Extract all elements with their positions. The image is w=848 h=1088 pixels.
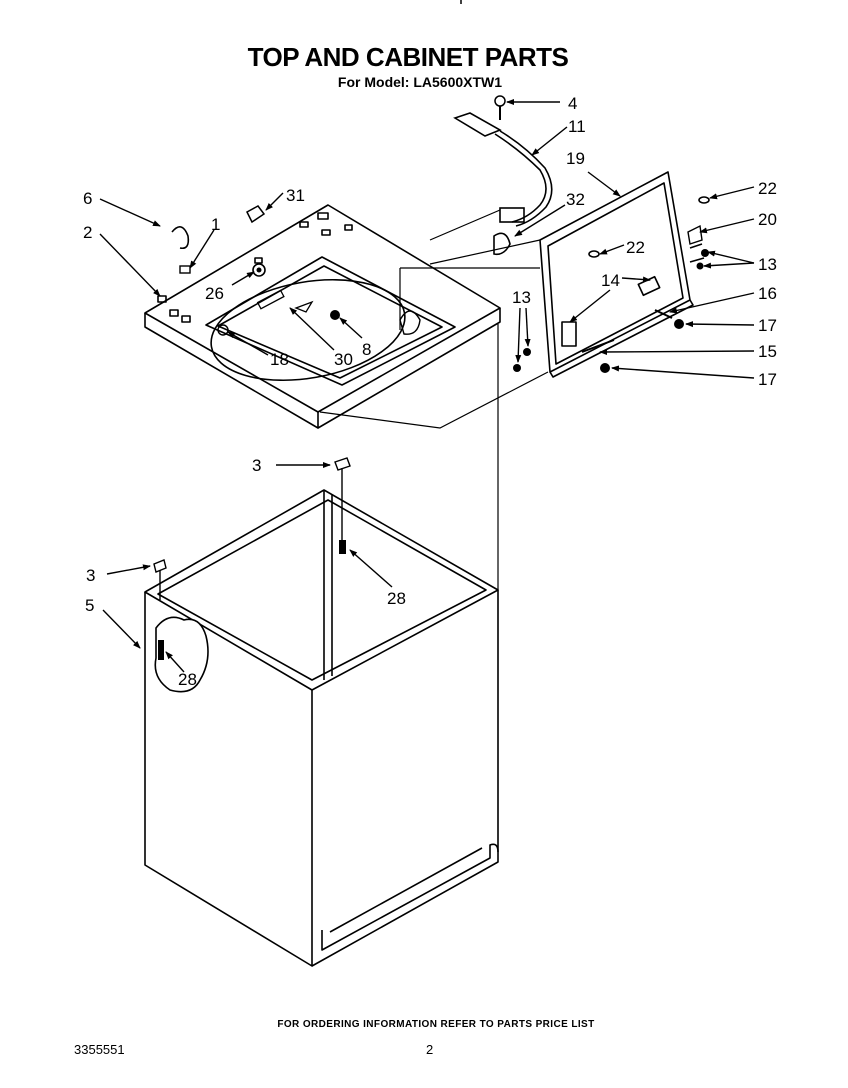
callout-17: 17 bbox=[758, 370, 777, 389]
callout-22: 22 bbox=[626, 238, 645, 257]
callout-13: 13 bbox=[758, 255, 777, 274]
callout-3: 3 bbox=[252, 456, 261, 475]
callout-16: 16 bbox=[758, 284, 777, 303]
ordering-info-note: FOR ORDERING INFORMATION REFER TO PARTS … bbox=[277, 1019, 595, 1030]
callout-2: 2 bbox=[83, 223, 92, 242]
callout-4: 4 bbox=[568, 94, 577, 113]
washer-top-panel bbox=[144, 204, 501, 429]
callout-26: 26 bbox=[205, 284, 224, 303]
callout-28: 28 bbox=[387, 589, 406, 608]
callout-19: 19 bbox=[566, 149, 585, 168]
washer-cabinet bbox=[144, 489, 499, 967]
washer-lid bbox=[539, 171, 710, 378]
callout-30: 30 bbox=[334, 350, 353, 369]
callout-15: 15 bbox=[758, 342, 777, 361]
callout-28: 28 bbox=[178, 670, 197, 689]
callout-11: 11 bbox=[568, 117, 586, 136]
document-number: 3355551 bbox=[74, 1042, 125, 1057]
callout-22: 22 bbox=[758, 179, 777, 198]
callout-1: 1 bbox=[211, 215, 220, 234]
callout-14: 14 bbox=[601, 271, 620, 290]
callout-18: 18 bbox=[270, 350, 289, 369]
callout-6: 6 bbox=[83, 189, 92, 208]
page-number: 2 bbox=[426, 1042, 434, 1057]
callout-8: 8 bbox=[362, 340, 371, 359]
callout-3: 3 bbox=[86, 566, 95, 585]
callout-5: 5 bbox=[85, 596, 94, 615]
callout-17: 17 bbox=[758, 316, 777, 335]
callout-13: 13 bbox=[512, 288, 531, 307]
callout-20: 20 bbox=[758, 210, 777, 229]
page-title: TOP AND CABINET PARTS bbox=[247, 42, 569, 72]
model-subtitle: For Model: LA5600XTW1 bbox=[337, 74, 503, 90]
callout-31: 31 bbox=[286, 186, 305, 205]
callout-labels: 4 11 19 22 20 6 31 32 2 1 22 13 26 14 16… bbox=[83, 94, 777, 689]
callout-32: 32 bbox=[566, 190, 585, 209]
lid-bumper-32 bbox=[399, 310, 421, 335]
lid-switch-harness bbox=[453, 112, 553, 227]
